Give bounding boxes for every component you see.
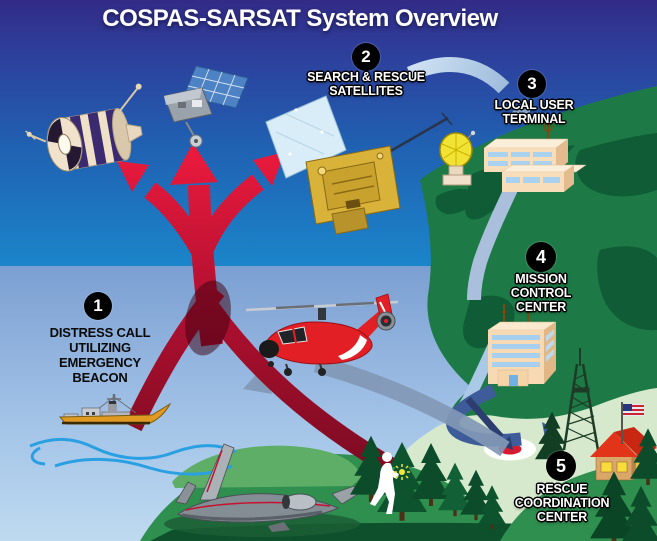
- step-2-number: 2: [361, 47, 371, 66]
- step-3-number: 3: [527, 74, 537, 93]
- cospas-satellite-icon: [25, 83, 143, 172]
- step-5-badge: 5: [546, 451, 576, 481]
- step-2-badge: 2: [352, 43, 380, 71]
- ground-antenna-icon: [439, 130, 476, 186]
- path-lut-to-mcc: [467, 167, 527, 301]
- hiker-beacon-icon: [370, 452, 410, 514]
- step-1-badge: 1: [84, 292, 112, 320]
- water-waves: [29, 437, 237, 476]
- geo-satellite-icon: [265, 95, 453, 235]
- uplink-arrows-red: [117, 143, 396, 476]
- page-title: COSPAS-SARSAT System Overview: [102, 5, 498, 32]
- step-4-badge: 4: [526, 242, 556, 272]
- distress-ship-icon: [58, 394, 172, 425]
- step-5-number: 5: [555, 455, 566, 476]
- step-3-badge: 3: [518, 70, 546, 98]
- downlink-arrow-satellite-to-lut: [406, 57, 532, 121]
- mcc-building: [487, 304, 557, 387]
- rescue-dispatch-arrow: [243, 355, 510, 457]
- rescue-helicopter-icon: [245, 293, 399, 376]
- step-4-number: 4: [535, 246, 546, 267]
- crashed-plane-icon: [175, 443, 359, 532]
- lut-building: [483, 120, 587, 192]
- radio-tower-icon: [562, 348, 600, 451]
- beacon-flash-icon: [394, 464, 410, 480]
- sarsat-satellite-icon: [163, 65, 249, 148]
- step-1-number: 1: [93, 296, 103, 315]
- us-flag-icon: [621, 402, 644, 444]
